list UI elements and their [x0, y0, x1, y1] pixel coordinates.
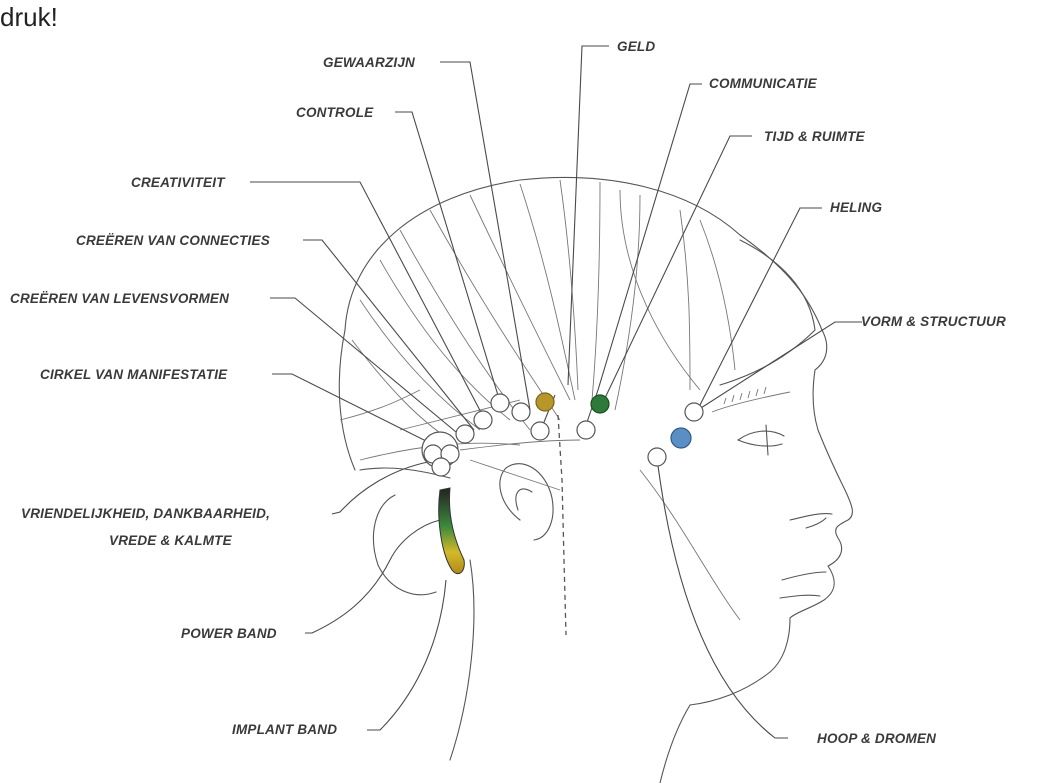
label-tijd-ruimte: TIJD & RUIMTE — [764, 129, 865, 145]
label-gewaarzijn: GEWAARZIJN — [323, 55, 415, 71]
energy-points — [422, 393, 703, 476]
label-vorm-structuur: VORM & STRUCTUUR — [861, 314, 1006, 330]
label-creativiteit: CREATIVITEIT — [131, 175, 225, 191]
leader-lines — [250, 46, 862, 738]
label-vriendelijkheid-line1: VRIENDELIJKHEID, DANKBAARHEID, — [21, 506, 270, 522]
label-communicatie: COMMUNICATIE — [709, 76, 817, 92]
label-vriendelijkheid-line2: VREDE & KALMTE — [109, 533, 232, 549]
label-controle: CONTROLE — [296, 105, 373, 121]
label-heling: HELING — [830, 200, 882, 216]
label-creeren-levensvormen: CREËREN VAN LEVENSVORMEN — [10, 291, 229, 307]
power-band — [439, 488, 465, 574]
label-creeren-connecties: CREËREN VAN CONNECTIES — [76, 233, 270, 249]
label-hoop-dromen: HOOP & DROMEN — [817, 731, 936, 747]
center-dashed-line — [558, 415, 566, 635]
label-power-band: POWER BAND — [181, 626, 277, 642]
head-outline — [339, 177, 852, 783]
label-cirkel-manifestatie: CIRKEL VAN MANIFESTATIE — [40, 367, 227, 383]
label-geld: GELD — [617, 39, 655, 55]
label-implant-band: IMPLANT BAND — [232, 722, 337, 738]
